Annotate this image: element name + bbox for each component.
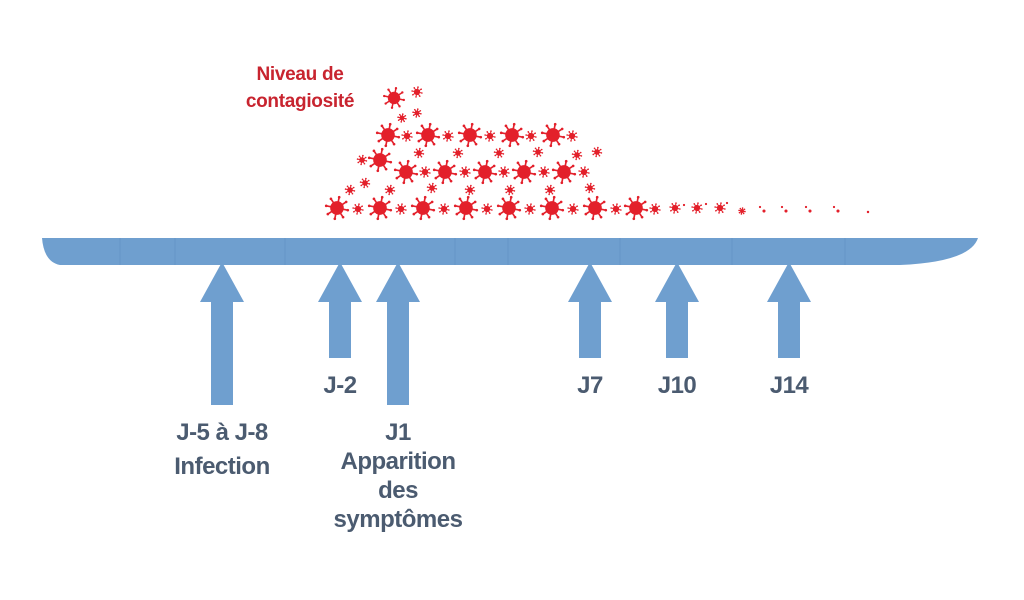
virus-icon <box>525 130 537 142</box>
virus-icon <box>496 195 522 221</box>
virus-icon <box>866 210 870 214</box>
label-line: J-5 à J-8 <box>176 419 268 446</box>
virus-icon <box>832 205 836 209</box>
title-line: Niveau de <box>256 64 344 85</box>
virus-icon <box>356 154 368 166</box>
virus-icon <box>412 108 422 118</box>
label-line: des <box>378 477 418 504</box>
virus-icon <box>649 203 661 215</box>
virus-icon <box>438 203 450 215</box>
marker-label-j14: J14 <box>770 371 809 401</box>
virus-icon <box>504 184 516 196</box>
marker-label-j10: J10 <box>658 371 697 401</box>
virus-icon <box>472 159 498 185</box>
virus-icon <box>397 113 407 123</box>
marker-label-infection: J-5 à J-8 Infection <box>174 418 270 482</box>
virus-icon <box>344 184 356 196</box>
virus-icon <box>459 166 471 178</box>
virus-icon <box>457 122 483 148</box>
virus-icon <box>544 184 556 196</box>
contagiousness-title: Niveau de contagiosité <box>230 61 370 115</box>
virus-icon <box>426 182 438 194</box>
label-line: symptômes <box>333 506 463 533</box>
virus-icon <box>532 146 544 158</box>
virus-icon <box>359 177 371 189</box>
marker-label-j1: J1 Apparition des symptômes <box>334 418 463 534</box>
virus-icon <box>481 203 493 215</box>
virus-icon <box>498 166 510 178</box>
virus-icon <box>582 195 608 221</box>
arrow-up-icon-j7 <box>568 262 612 358</box>
virus-icon <box>410 195 436 221</box>
virus-icon <box>524 203 536 215</box>
virus-icon <box>836 209 840 213</box>
virus-icon <box>758 205 762 209</box>
virus-icon <box>442 130 454 142</box>
virus-icon <box>714 202 726 214</box>
virus-icon <box>432 159 458 185</box>
virus-icon <box>691 202 703 214</box>
timeline-bar <box>42 238 978 265</box>
virus-icon <box>762 209 766 213</box>
virus-icon <box>808 209 812 213</box>
virus-icon <box>453 195 479 221</box>
virus-icon <box>384 184 396 196</box>
virus-icon <box>415 122 441 148</box>
virus-icon <box>419 166 431 178</box>
label-line: J10 <box>657 372 697 399</box>
label-line: Infection <box>174 453 270 480</box>
virus-icon <box>738 207 746 215</box>
virus-icon <box>499 122 525 148</box>
contagiousness-viruses <box>324 86 870 221</box>
virus-icon <box>610 203 622 215</box>
virus-icon <box>493 147 505 159</box>
virus-icon <box>393 159 419 185</box>
label-line: J1 <box>385 419 411 446</box>
virus-icon <box>567 203 579 215</box>
virus-icon <box>401 130 413 142</box>
virus-icon <box>511 159 537 185</box>
title-line: contagiosité <box>245 91 355 112</box>
label-line: J-2 <box>323 372 357 399</box>
virus-icon <box>352 203 364 215</box>
virus-icon <box>367 195 393 221</box>
label-line: J14 <box>769 372 809 399</box>
virus-icon <box>324 195 350 221</box>
virus-icon <box>484 130 496 142</box>
virus-icon <box>804 205 808 209</box>
virus-icon <box>704 202 708 206</box>
arrow-up-icon-j-2 <box>318 262 362 358</box>
virus-icon <box>584 182 596 194</box>
virus-icon <box>566 130 578 142</box>
arrow-up-icon-j10 <box>655 262 699 358</box>
virus-icon <box>411 86 423 98</box>
virus-icon <box>780 205 784 209</box>
virus-icon <box>571 149 583 161</box>
virus-icon <box>669 202 681 214</box>
arrow-up-icon-j14 <box>767 262 811 358</box>
virus-icon <box>395 203 407 215</box>
virus-icon <box>375 122 401 148</box>
marker-label-j7: J7 <box>577 371 603 401</box>
label-line: Apparition <box>340 448 456 475</box>
virus-icon <box>578 166 590 178</box>
arrow-up-icon-infection <box>200 262 244 405</box>
virus-icon <box>538 166 550 178</box>
virus-icon <box>452 147 464 159</box>
virus-icon <box>784 209 788 213</box>
virus-icon <box>464 184 476 196</box>
virus-icon <box>367 147 393 173</box>
virus-icon <box>551 159 577 185</box>
virus-icon <box>591 146 603 158</box>
arrow-up-icon-j1 <box>376 262 420 405</box>
virus-icon <box>540 122 566 148</box>
virus-icon <box>413 147 425 159</box>
marker-label-j-2: J-2 <box>323 371 357 401</box>
virus-icon <box>382 86 406 110</box>
virus-icon <box>682 203 686 207</box>
virus-icon <box>539 195 565 221</box>
label-line: J7 <box>577 372 603 399</box>
virus-icon <box>725 201 729 205</box>
virus-icon <box>623 195 649 221</box>
